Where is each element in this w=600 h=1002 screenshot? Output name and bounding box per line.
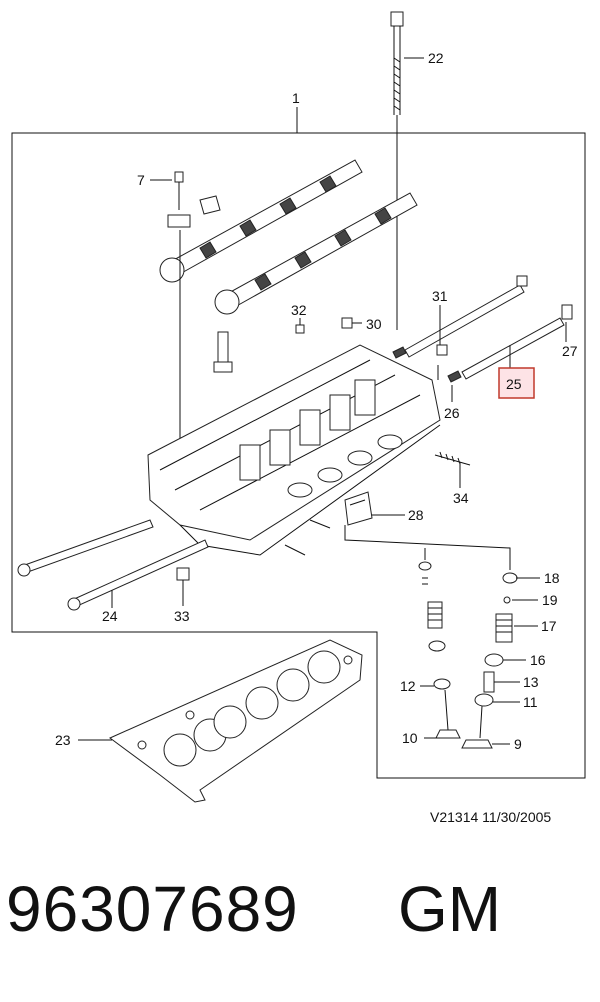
callout-28: 28: [408, 507, 424, 523]
assembly-frame: [11, 132, 586, 779]
valve-train-left: [418, 561, 461, 739]
callout-25-highlight[interactable]: 25: [498, 367, 535, 399]
exploded-view-svg: 1 7 22 31 32 30 27 26 34 28 24 33 18 19 …: [11, 11, 586, 825]
head-gasket: [109, 639, 363, 803]
camshaft-lower-1: [17, 519, 154, 577]
callout-32: 32: [291, 302, 307, 318]
callout-25: 25: [506, 376, 522, 392]
bracket-28: [344, 491, 373, 526]
callout-7: 7: [137, 172, 145, 188]
callout-31: 31: [432, 288, 448, 304]
nut-33: [176, 567, 190, 581]
callout-17: 17: [541, 618, 557, 634]
cap-30: [341, 317, 353, 329]
cap-bolt-7: [167, 171, 221, 228]
callout-19: 19: [542, 592, 558, 608]
callout-11: 11: [523, 694, 538, 710]
callout-13: 13: [523, 674, 539, 690]
callout-16: 16: [530, 652, 546, 668]
callout-10: 10: [402, 730, 418, 746]
callout-30: 30: [366, 316, 382, 332]
bolt-22: [390, 11, 404, 115]
cylinder-head: [147, 344, 441, 556]
callout-34: 34: [453, 490, 469, 506]
stud-small-b: [309, 519, 331, 529]
callout-22: 22: [428, 50, 444, 66]
callout-27: 27: [562, 343, 578, 359]
shaft-31: [404, 275, 528, 358]
callout-18: 18: [544, 570, 560, 586]
callout-12: 12: [400, 678, 416, 694]
callout-26: 26: [444, 405, 460, 421]
part-number: 96307689: [6, 873, 299, 945]
callout-9: 9: [514, 736, 522, 752]
callout-33: 33: [174, 608, 190, 624]
brand-label: GM: [398, 873, 502, 945]
callout-1: 1: [292, 90, 300, 106]
stud-34: [434, 451, 471, 466]
callout-23: 23: [55, 732, 71, 748]
stud-small: [284, 544, 306, 556]
camshaft-lower-24: [67, 539, 209, 611]
camshaft-intake: [159, 159, 363, 283]
camshaft-exhaust: [214, 192, 418, 315]
plug-32: [295, 324, 305, 334]
diagram-reference: V21314 11/30/2005: [430, 809, 551, 825]
callout-24: 24: [102, 608, 118, 624]
sensor: [213, 331, 233, 373]
shaft-25: [392, 304, 573, 383]
valve-group-leader: [344, 525, 511, 570]
